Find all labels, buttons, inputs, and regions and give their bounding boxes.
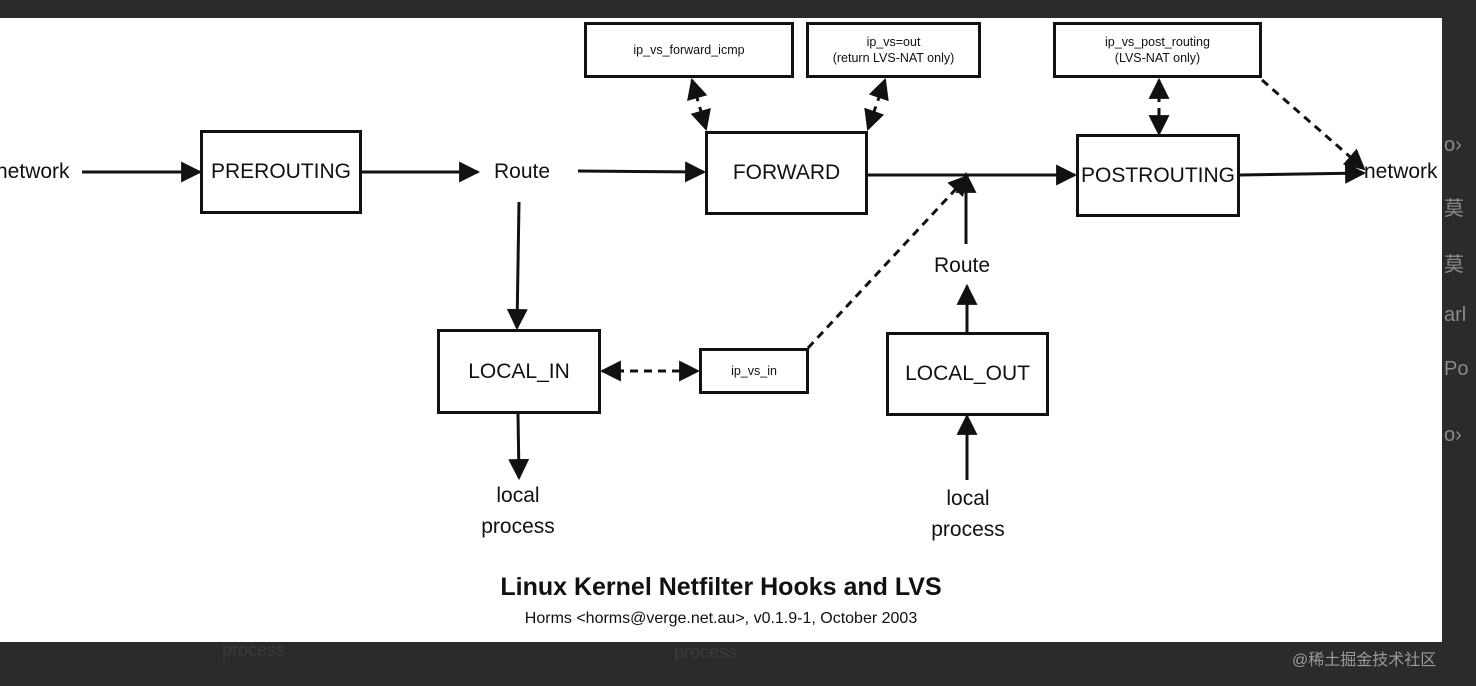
local-in-label: LOCAL_IN [468,359,570,383]
bg-fragment-left: process [222,640,286,660]
ip-vs-out-line2: (return LVS-NAT only) [832,51,955,65]
ip-vs-in-label: ip_vs_in [731,364,777,378]
forward-box: FORWARD [705,131,868,215]
forward-label: FORWARD [732,161,841,184]
arrow-localin-process [508,413,530,481]
prerouting-label: PREROUTING [210,160,351,183]
arrow-route-localin [506,201,528,331]
local-in-box: LOCAL_IN [437,329,601,414]
bg-fragment-r2: 莫 [1444,198,1464,220]
local-process-in: local process [468,480,568,542]
prerouting-box: PREROUTING [200,130,362,214]
ip-vs-out-line1: ip_vs=out [866,35,921,49]
route-bottom-label: Route [933,254,991,277]
local-process-in-line2: process [481,515,555,538]
dashed-ipvsout-forward [864,78,889,131]
bg-fragment-r6: o› [1444,424,1462,446]
diagram-subtitle: Horms <horms@verge.net.au>, v0.1.9-1, Oc… [524,610,918,627]
local-process-out: local process [918,483,1018,545]
bg-fragment-r4: arl [1444,304,1467,326]
ip-vs-in-box: ip_vs_in [699,348,809,394]
ip-vs-post-routing-line2: (LVS-NAT only) [1114,51,1201,65]
bg-fragment-r1: o› [1444,134,1462,156]
ip-vs-post-routing-box: ip_vs_post_routing (LVS-NAT only) [1053,22,1262,78]
watermark: @稀土掘金技术社区 [1292,652,1437,669]
postrouting-box: POSTROUTING [1076,134,1240,217]
dashed-postrouting-network [1261,78,1366,171]
local-out-label: LOCAL_OUT [905,362,1030,385]
route-top-label: Route [493,160,551,183]
diagram-canvas: PREROUTING FORWARD POSTROUTING LOCAL_IN … [0,18,1442,642]
diagram-title: Linux Kernel Netfilter Hooks and LVS [500,573,942,601]
network-in-label: network [0,160,70,183]
ip-vs-post-routing-line1: ip_vs_post_routing [1105,35,1210,49]
bg-fragment-mid: process [674,642,738,662]
postrouting-label: POSTROUTING [1080,163,1235,187]
network-out-label: network [1364,160,1438,183]
local-process-out-line2: process [931,518,1005,541]
bg-fragment-r3: 莫 [1444,254,1464,276]
dashed-icmp-forward [687,77,711,132]
local-process-in-line1: local [496,484,540,507]
arrow-route-forward [577,161,707,183]
arrow-postrouting-network [1239,162,1367,184]
connector-lines [82,77,1367,481]
ip-vs-forward-icmp-label: ip_vs_forward_icmp [633,43,745,57]
local-process-out-line1: local [946,487,990,510]
local-out-box: LOCAL_OUT [886,332,1049,416]
bg-fragment-r5: Po [1444,358,1469,380]
ip-vs-out-box: ip_vs=out (return LVS-NAT only) [806,22,981,78]
ip-vs-forward-icmp-box: ip_vs_forward_icmp [584,22,794,78]
dashed-ipvsin-mainline [806,174,970,350]
